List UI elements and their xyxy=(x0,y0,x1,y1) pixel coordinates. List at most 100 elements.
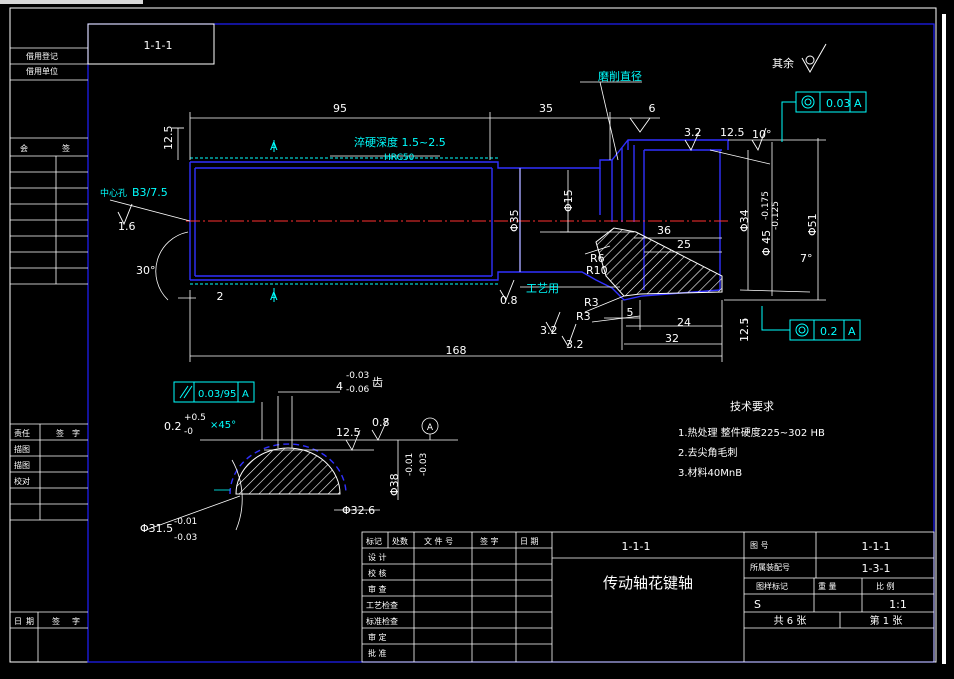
tb-stage-label: 图样标记 xyxy=(756,581,788,591)
dim-32: 32 xyxy=(665,332,679,345)
tb-col-sign: 签 字 xyxy=(480,536,499,546)
dim-phi15: Φ15 xyxy=(562,189,575,212)
date-label-2: 期 xyxy=(26,617,34,626)
dim-168: 168 xyxy=(446,344,467,357)
radius-r3-a: R3 xyxy=(584,296,599,309)
section-hatch-spline xyxy=(235,447,341,495)
dim-6: 6 xyxy=(649,102,656,115)
center-hole-spec: B3/7.5 xyxy=(132,186,168,199)
signature-label-2: 字 xyxy=(72,428,80,438)
center-hole-label: 中心孔 xyxy=(100,187,127,199)
tb-scale-value: 1:1 xyxy=(889,598,907,611)
section-rough-0-8: 0.8 xyxy=(372,416,390,429)
process-note: 工艺用 xyxy=(526,282,559,295)
hardening-depth-note: 淬硬深度 1.5~2.5 xyxy=(354,135,446,149)
tb-sheets-total: 共 6 张 xyxy=(774,615,807,627)
scrollbar[interactable] xyxy=(942,14,946,664)
section-rough-12-5: 12.5 xyxy=(336,426,361,439)
rough-3-2-a: 3.2 xyxy=(684,126,702,139)
runout-top-value: 0.03 xyxy=(826,97,851,110)
spline-section-view: 0.03/95 A ×45° 4 -0.03 -0.06 齿 0.2 +0.5 … xyxy=(140,371,458,543)
tb-scale-label: 比 例 xyxy=(876,581,895,591)
dim-25: 25 xyxy=(677,238,691,251)
dim-5: 5 xyxy=(627,306,634,319)
tech-item-3: 3.材料40MnB xyxy=(678,466,742,479)
countersign-label-2: 签 xyxy=(62,143,70,153)
tech-item-1: 1.热处理 整件硬度225~302 HB xyxy=(678,426,825,439)
tech-title: 技术要求 xyxy=(730,400,774,413)
dim-phi38: Φ38 xyxy=(388,473,401,496)
parallelism-value: 0.03/95 xyxy=(198,389,236,400)
tb-stage-value: S xyxy=(754,598,761,611)
dim-phi38-tol-bot: -0.03 xyxy=(419,453,429,476)
shaft-main-view: 95 35 6 168 2 36 25 5 24 32 R6 R10 R3 R3… xyxy=(100,69,867,362)
tb-row-process: 工艺检查 xyxy=(366,600,398,610)
chamfer-value: 0.2 xyxy=(164,420,182,433)
angle-7: 7° xyxy=(800,252,813,265)
dim-phi31-5-tol-bot: -0.03 xyxy=(174,533,197,543)
dim-phi31-5: Φ31.5 xyxy=(140,522,173,535)
countersign-label: 会 xyxy=(20,143,28,153)
parallelism-datum: A xyxy=(242,389,249,400)
rough-0-8-a: 0.8 xyxy=(500,294,518,307)
tooth-width-base: 4 xyxy=(336,380,343,393)
rough-1-6: 1.6 xyxy=(118,220,136,233)
dim-phi38-tol-top: -0.01 xyxy=(405,453,415,476)
tb-drawing-no: 1-1-1 xyxy=(862,540,891,553)
sign-label: 签 xyxy=(52,616,60,626)
parallelism-frame xyxy=(173,381,255,403)
signature-label: 签 xyxy=(56,428,64,438)
radius-r6: R6 xyxy=(590,252,605,265)
window-tab[interactable] xyxy=(0,0,143,4)
dim-phi45: Φ 45 xyxy=(760,230,773,256)
sign-label-2: 字 xyxy=(72,616,80,626)
grind-diameter-note: 磨削直径 xyxy=(598,69,642,83)
dim-36: 36 xyxy=(657,224,671,237)
responsibility-label: 责任 xyxy=(14,428,30,438)
datum-a-bottom: A xyxy=(270,290,278,303)
borrow-unit-label: 借用单位 xyxy=(26,66,58,76)
rough-3-2-b: 3.2 xyxy=(540,324,558,337)
roughness-rest-icon xyxy=(801,43,827,74)
dim-phi34: Φ34 xyxy=(738,209,751,232)
tb-weight-label: 重 量 xyxy=(818,581,837,591)
tooth-width-tol-top: -0.03 xyxy=(346,371,369,381)
proofread-label: 校对 xyxy=(14,476,30,486)
window-top-strip xyxy=(0,0,954,6)
parallel-icon xyxy=(179,385,189,399)
tooth-label: 齿 xyxy=(372,376,383,389)
chamfer-tol-bot: -0 xyxy=(184,427,193,437)
tb-row-standard: 标准检查 xyxy=(366,616,398,626)
tb-col-mark: 标记 xyxy=(366,536,382,546)
tb-code-top: 1-1-1 xyxy=(622,540,651,553)
rough-12-5-a: 12.5 xyxy=(720,126,745,139)
spline-outer-outline xyxy=(229,443,347,495)
date-label: 日 xyxy=(14,617,22,626)
roughness-rest-label: 其余 xyxy=(772,56,794,70)
dim-phi45-tol-bot: -0.125 xyxy=(771,201,781,230)
runout-top-datum: A xyxy=(854,97,862,110)
dim-phi32-6: Φ32.6 xyxy=(342,504,375,517)
chamfer-angle: ×45° xyxy=(210,420,236,431)
tb-sheet-no: 第 1 张 xyxy=(870,614,903,627)
tb-col-count: 处数 xyxy=(392,536,408,546)
tb-col-file: 文 件 号 xyxy=(424,536,453,546)
dim-2: 2 xyxy=(217,290,224,303)
angle-30: 30° xyxy=(136,264,156,277)
tb-assembly-no: 1-3-1 xyxy=(862,562,891,575)
leader-center-hole xyxy=(109,199,191,222)
runout-bottom-datum: A xyxy=(848,325,856,338)
rough-12-5-c: 12.5 xyxy=(738,318,751,343)
top-code-text: 1-1-1 xyxy=(144,39,173,52)
chamfer-tol-top: +0.5 xyxy=(184,413,206,423)
dim-phi45-tol-top: -0.175 xyxy=(761,191,771,220)
tb-row-check: 校 核 xyxy=(368,568,387,578)
dim-24: 24 xyxy=(677,316,691,329)
dim-35: 35 xyxy=(539,102,553,115)
top-code-box xyxy=(87,23,215,65)
tb-part-name: 传动轴花键轴 xyxy=(603,574,693,592)
inner-frame xyxy=(87,23,935,663)
tech-requirements: 技术要求 1.热处理 整件硬度225~302 HB 2.去尖角毛刺 3.材料40… xyxy=(678,400,825,479)
dim-arc-30 xyxy=(155,231,189,301)
